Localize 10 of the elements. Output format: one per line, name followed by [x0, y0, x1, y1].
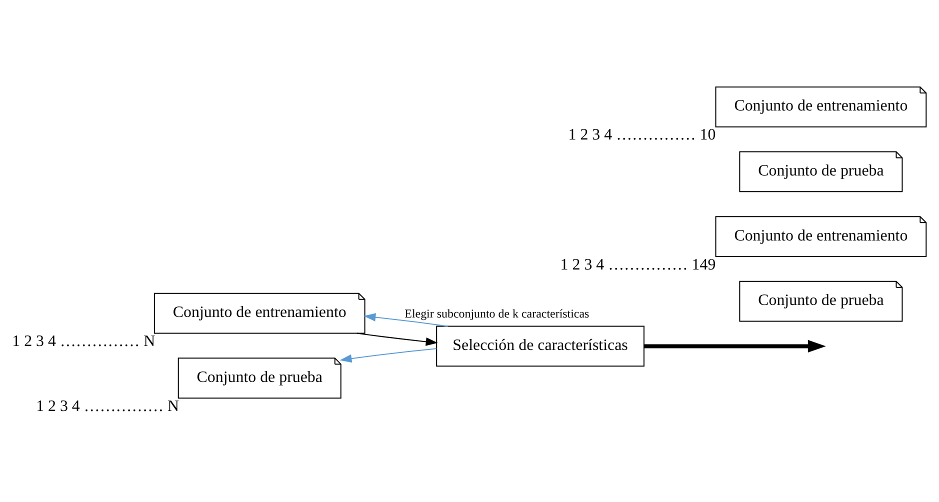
node-label: 1 2 3 4 …………… N — [12, 332, 156, 350]
arrow — [340, 348, 437, 362]
node-box: Selección de características — [436, 325, 644, 366]
node-label: 1 2 3 4 …………… N — [36, 397, 180, 414]
node-label: 1 2 3 4 …………… 149 — [560, 256, 716, 273]
node-label: 1 2 3 4 …………… 10 — [568, 126, 716, 144]
arrow — [356, 332, 438, 346]
edge-label: Elegir subconjunto de k características — [404, 306, 590, 320]
arrow — [644, 339, 826, 352]
arrow — [364, 312, 448, 326]
